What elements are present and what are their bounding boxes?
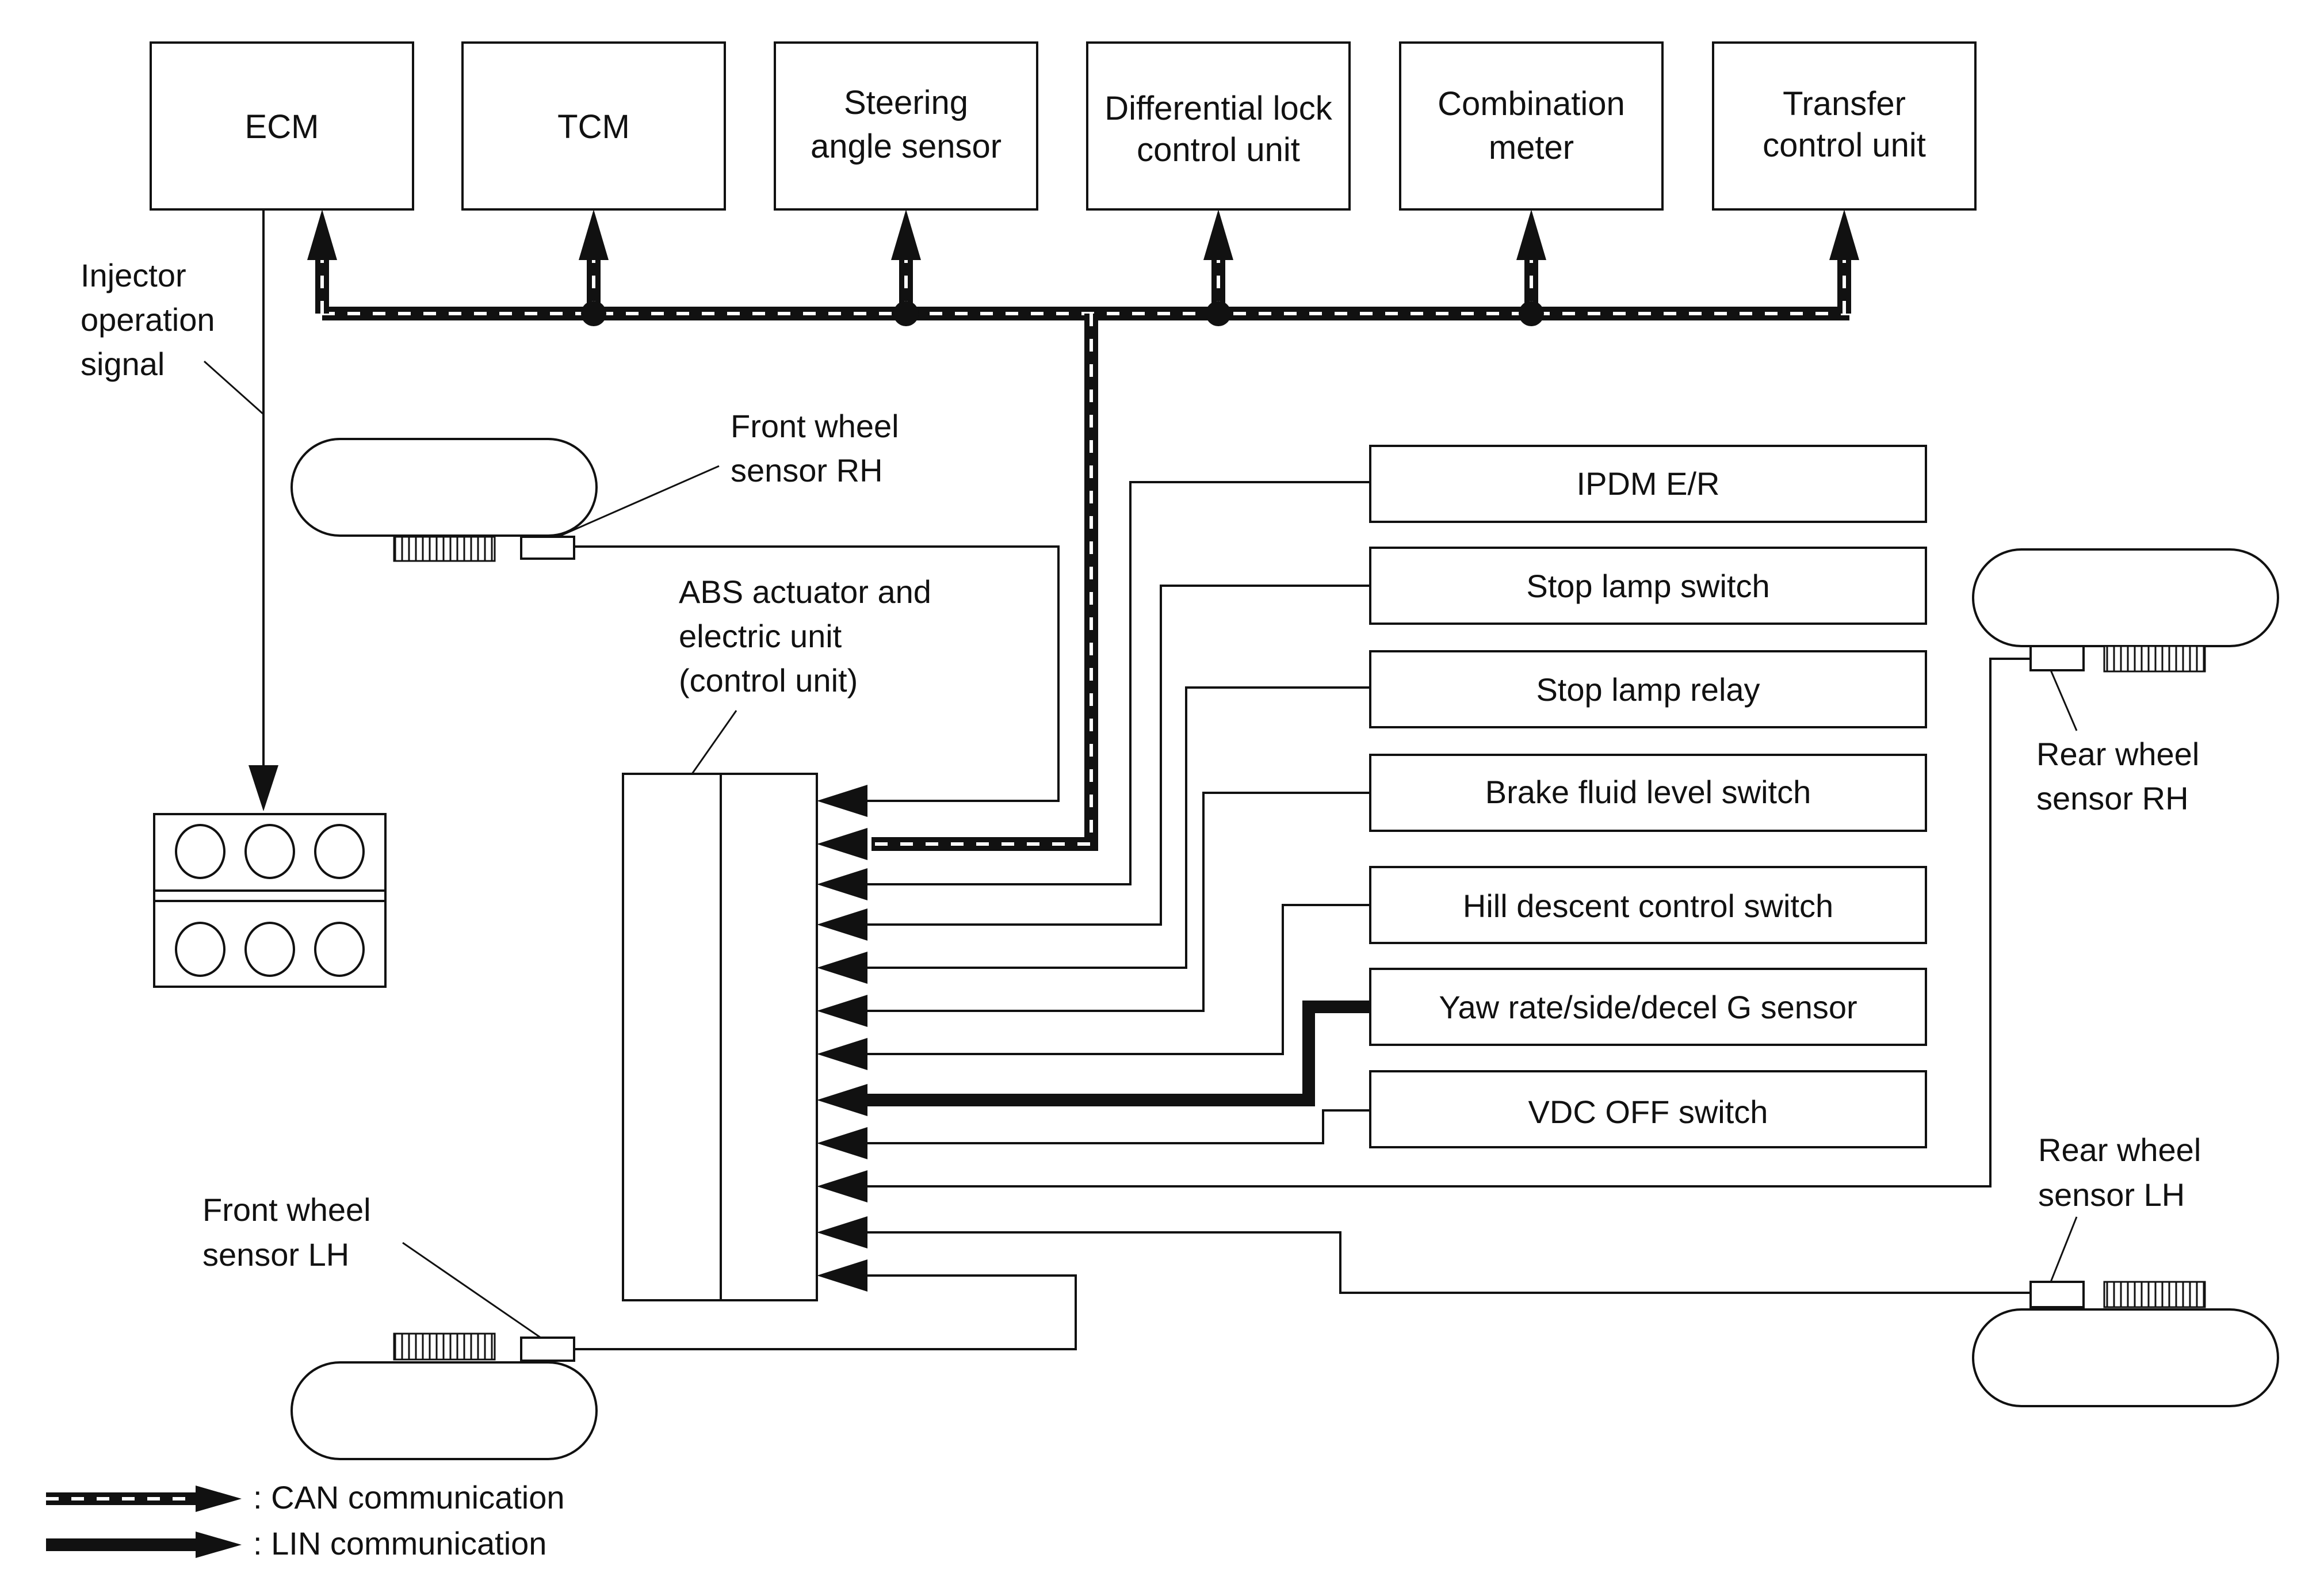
abs-input-arrows [817,785,867,1292]
front-wheel-rh [290,438,720,562]
wire-vdc-off-switch [867,1109,1370,1144]
unit-differential-lock-label-line-1: Differential lock [1104,90,1332,127]
unit-combination-meter-label-line-2: meter [1489,129,1574,166]
rear-wheel-lh-tone-ring [2103,1281,2206,1308]
unit-transfer-control-label-line-1: Transfer [1783,85,1906,123]
unit-steering-angle-sensor: Steering angle sensor [774,41,1038,211]
rear-wheel-lh-label-2: sensor LH [2038,1177,2185,1213]
rear-wheel-lh [1972,1216,2279,1407]
unit-steering-angle-sensor-label-line-1: Steering [844,84,968,121]
input-vdc-off-switch: VDC OFF switch [1369,1070,1927,1148]
input-ipdm-er: IPDM E/R [1369,445,1927,523]
rear-wheel-lh-label-1: Rear wheel [2038,1132,2201,1168]
unit-ecm: ECM [150,41,414,211]
input-yaw-rate-sensor: Yaw rate/side/decel G sensor [1369,968,1927,1046]
input-ipdm-er-label: IPDM E/R [1577,465,1720,502]
front-wheel-lh-sensor [520,1337,575,1362]
lin-wire-yaw-rate-sensor [867,1001,1370,1106]
unit-transfer-control-label-line-2: control unit [1763,127,1926,164]
front-wheel-rh-label-1: Front wheel [731,408,899,444]
unit-differential-lock-label-line-2: control unit [1137,131,1300,169]
input-yaw-rate-sensor-label: Yaw rate/side/decel G sensor [1439,989,1857,1025]
unit-combination-meter-label-line-1: Combination [1438,85,1625,123]
input-stop-lamp-switch-label: Stop lamp switch [1526,568,1769,604]
unit-tcm-label-line-1: TCM [557,108,630,146]
can-line-to-abs [871,314,1098,851]
input-stop-lamp-relay-label: Stop lamp relay [1536,671,1760,708]
input-stop-lamp-relay: Stop lamp relay [1369,650,1927,728]
front-wheel-lh-label-2: sensor LH [202,1236,349,1273]
wire-rear-wheel-rh [867,658,2031,1187]
rear-wheel-rh [1972,548,2279,731]
signal-wires [574,481,2031,1350]
abs-actuator-unit [622,773,818,1301]
front-wheel-rh-sensor [520,536,575,560]
wire-stop-lamp-relay [867,686,1370,969]
wire-stop-lamp-switch [867,585,1370,926]
wire-ipdm-er [867,481,1370,885]
legend-can-symbol [46,1486,242,1512]
rear-wheel-rh-tone-ring [2103,645,2206,673]
front-wheel-lh-label-1: Front wheel [202,1192,371,1228]
unit-steering-angle-sensor-label-line-2: angle sensor [811,128,1002,165]
wire-front-wheel-rh [574,545,1060,802]
abs-label-line-3: (control unit) [679,662,858,698]
wire-front-wheel-lh [574,1274,1077,1350]
unit-transfer-control-unit: Transfer control unit [1712,41,1977,211]
input-hill-descent-control-switch-label: Hill descent control switch [1463,888,1833,924]
abs-label-line-1: ABS actuator and [679,574,931,610]
unit-combination-meter: Combination meter [1399,41,1664,211]
legend-can-label: : CAN communication [253,1479,565,1515]
front-wheel-rh-tone-ring [393,536,496,562]
injector-signal-label-3: signal [81,346,165,382]
abs-label-leader [691,710,737,774]
rear-wheel-rh-label-2: sensor RH [2036,780,2189,816]
engine-icon [153,813,387,988]
input-stop-lamp-switch: Stop lamp switch [1369,547,1927,625]
input-vdc-off-switch-label: VDC OFF switch [1528,1094,1768,1130]
abs-label-line-2: electric unit [679,618,842,654]
injector-signal-line [204,209,278,811]
can-drop-differential [1203,209,1233,326]
unit-differential-lock-control-unit: Differential lock control unit [1086,41,1351,211]
wire-brake-fluid-level-switch [867,792,1370,1012]
legend: : CAN communication : LIN communication [46,1479,565,1561]
injector-signal-label-1: Injector [81,257,186,293]
legend-lin-symbol [46,1532,242,1558]
can-drop-combination [1516,209,1546,326]
injector-signal-label-2: operation [81,301,215,338]
wire-hill-descent-control-switch [867,904,1370,1055]
wire-rear-wheel-lh [867,1231,2031,1294]
front-wheel-lh-tone-ring [393,1332,496,1361]
rear-wheel-rh-sensor [2029,645,2085,671]
can-drop-steering [891,209,921,326]
unit-tcm: TCM [461,41,726,211]
rear-wheel-lh-sensor [2029,1281,2085,1308]
legend-lin-label: : LIN communication [253,1525,546,1561]
can-bus [307,209,1859,851]
input-hill-descent-control-switch: Hill descent control switch [1369,866,1927,944]
input-brake-fluid-level-switch: Brake fluid level switch [1369,754,1927,832]
input-brake-fluid-level-switch-label: Brake fluid level switch [1485,774,1811,810]
can-drop-ecm [307,209,337,314]
can-drop-transfer [1829,209,1859,314]
can-drop-tcm [579,209,609,326]
front-wheel-rh-label-2: sensor RH [731,452,883,488]
front-wheel-lh [290,1242,598,1460]
unit-ecm-label-line-1: ECM [245,108,319,146]
rear-wheel-rh-label-1: Rear wheel [2036,736,2199,772]
